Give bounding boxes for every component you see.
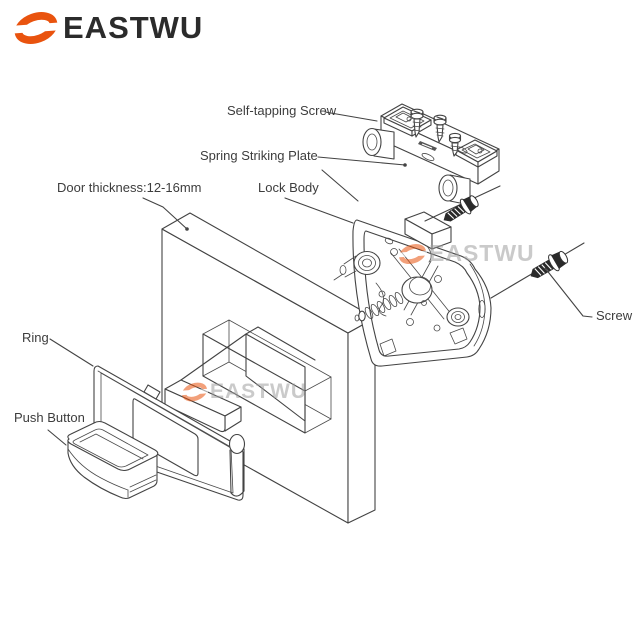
- leader-lines: [47, 111, 593, 446]
- label-spring-striking-plate: Spring Striking Plate: [200, 148, 318, 163]
- brand-logo: EASTWU: [13, 9, 203, 47]
- push-button-drawing: [67, 420, 159, 500]
- lock-body-right-post: [446, 307, 470, 327]
- label-self-tapping-screw: Self-tapping Screw: [227, 103, 337, 118]
- self-tapping-screw-3: [448, 132, 462, 157]
- lock-body-spring-boss: [354, 276, 433, 322]
- self-tapping-screw-1: [410, 108, 424, 138]
- label-ring: Ring: [22, 330, 49, 345]
- logo-swoosh-icon: [13, 12, 59, 44]
- self-tapping-screw-2: [433, 114, 447, 143]
- lock-body-drawing: [333, 211, 492, 367]
- brand-logo-text: EASTWU: [63, 10, 204, 45]
- lock-body-left-post: [333, 250, 381, 281]
- label-door-thickness: Door thickness:12-16mm: [57, 180, 202, 195]
- striking-plate-drawing: [362, 103, 500, 206]
- label-screw: Screw: [596, 308, 633, 323]
- machine-screw-right: [530, 250, 569, 279]
- label-lock-body: Lock Body: [258, 180, 319, 195]
- label-push-button: Push Button: [14, 410, 85, 425]
- machine-screw-upper: [443, 195, 479, 222]
